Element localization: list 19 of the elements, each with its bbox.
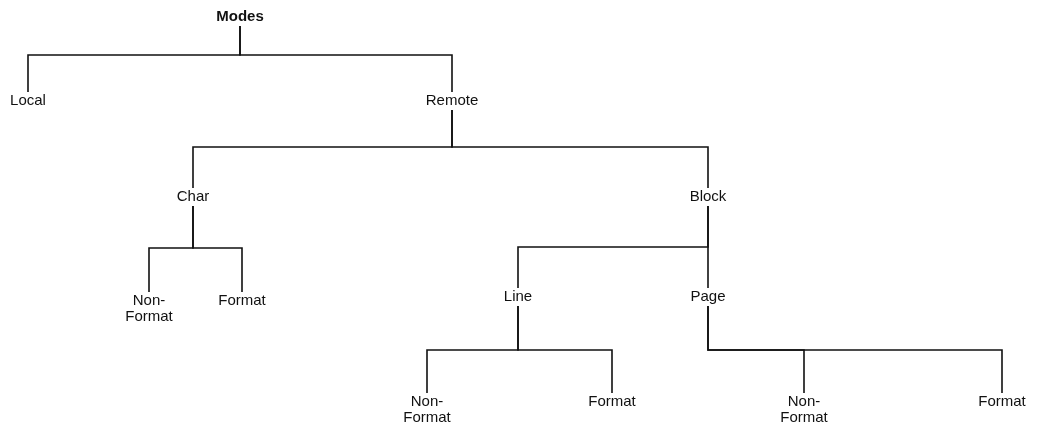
node-label: Block [689, 188, 727, 204]
connector-line [517, 305, 613, 395]
connector-line [451, 109, 709, 190]
node-label: Page [690, 288, 726, 304]
connector-line [707, 205, 709, 290]
node-label: Non-Format [403, 393, 451, 425]
node-label: Format [978, 393, 1026, 409]
node-label: Non-Format [125, 292, 173, 324]
node-label: Non-Format [780, 393, 828, 425]
connector-line [707, 305, 1003, 395]
node-label: Line [503, 288, 533, 304]
node-label: Local [10, 92, 46, 108]
node-label: Remote [425, 92, 479, 108]
node-label: Format [588, 393, 636, 409]
node-label: Char [176, 188, 210, 204]
node-label: Modes [216, 8, 264, 24]
connector-line [239, 25, 453, 94]
connector-line [192, 205, 243, 294]
node-label: Format [218, 292, 266, 308]
